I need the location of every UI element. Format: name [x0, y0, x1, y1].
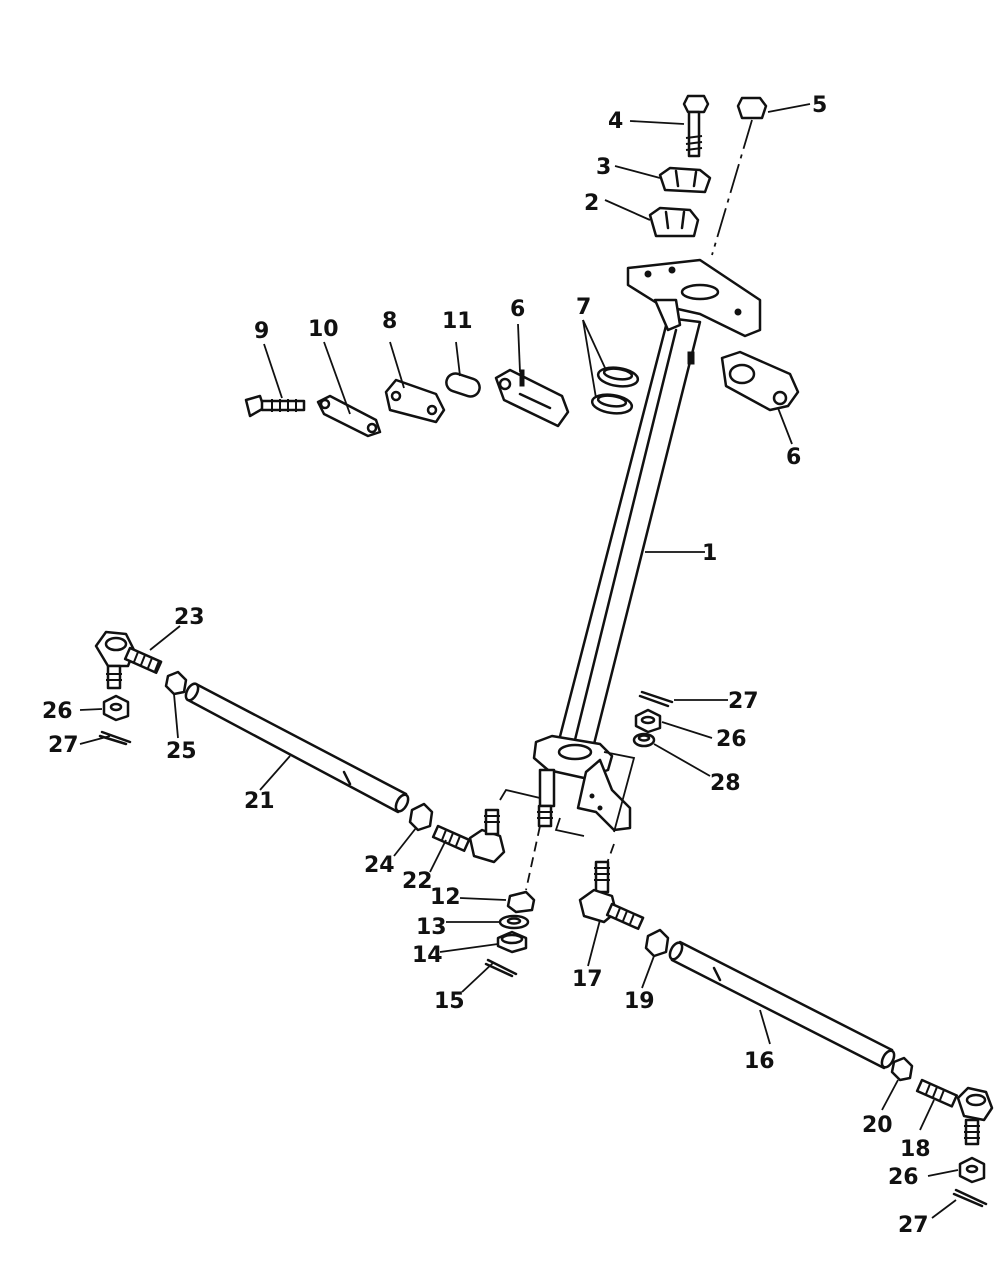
label-28: 28 [710, 771, 741, 796]
castle-nut-left [102, 694, 130, 722]
label-3: 3 [596, 155, 611, 180]
tie-rod-end-inner-right [578, 860, 645, 931]
jam-nut-24 [408, 802, 434, 832]
label-6-upper: 6 [510, 297, 525, 322]
label-9: 9 [254, 319, 269, 344]
handlebar-holder-upper [658, 166, 712, 194]
label-2: 2 [584, 191, 599, 216]
tie-rod-end-outer-right [915, 1078, 994, 1146]
label-17: 17 [572, 967, 603, 992]
column-nut [506, 890, 536, 914]
label-18: 18 [900, 1137, 931, 1162]
lower-column-arm [532, 734, 632, 832]
column-bushing-left [494, 368, 570, 428]
column-plate [384, 378, 446, 424]
lock-washer [316, 394, 382, 438]
label-5: 5 [812, 93, 827, 118]
label-14: 14 [412, 943, 443, 968]
column-bolt [244, 394, 306, 418]
label-24: 24 [364, 853, 395, 878]
label-11: 11 [442, 309, 473, 334]
castle-nut-arm [634, 708, 662, 734]
label-25: 25 [166, 739, 197, 764]
jam-nut-20 [890, 1056, 914, 1082]
label-27-left: 27 [48, 733, 79, 758]
label-1: 1 [702, 541, 717, 566]
label-4: 4 [608, 109, 623, 134]
column-cap [711, 96, 768, 256]
column-bushing-right [720, 350, 800, 412]
tie-rod-right [668, 940, 896, 1070]
label-27-right: 27 [898, 1213, 929, 1238]
label-22: 22 [402, 869, 433, 894]
label-21: 21 [244, 789, 275, 814]
label-27-arm: 27 [728, 689, 759, 714]
label-13: 13 [416, 915, 447, 940]
label-26-right: 26 [888, 1165, 919, 1190]
label-19: 19 [624, 989, 655, 1014]
cotter-pin-arm [638, 690, 674, 708]
part-labels: 1 2 3 4 5 6 6 7 8 9 10 11 12 13 14 15 16… [42, 93, 931, 1238]
upper-column-bracket [626, 258, 762, 338]
castle-nut-right [958, 1156, 986, 1184]
label-20: 20 [862, 1113, 893, 1138]
cotter-pin-right [952, 1188, 988, 1208]
label-16: 16 [744, 1049, 775, 1074]
column-bearing [496, 930, 528, 954]
cotter-pin-15 [484, 958, 518, 978]
label-26-left: 26 [42, 699, 73, 724]
tie-rod-end-inner-left [431, 808, 506, 864]
label-12: 12 [430, 885, 461, 910]
label-26-arm: 26 [716, 727, 747, 752]
jam-nut-25 [164, 670, 188, 696]
label-6-right: 6 [786, 445, 801, 470]
column-collar [445, 372, 481, 398]
label-7: 7 [576, 295, 591, 320]
tie-rod-end-outer-left [94, 630, 163, 690]
label-23: 23 [174, 605, 205, 630]
leader-lines [79, 103, 959, 1219]
spring-washer-arm [632, 732, 656, 748]
label-8: 8 [382, 309, 397, 334]
tie-rod-left [184, 682, 410, 814]
oil-seals [590, 366, 640, 415]
handlebar-holder-lower [648, 206, 700, 238]
label-15: 15 [434, 989, 465, 1014]
label-10: 10 [308, 317, 339, 342]
jam-nut-19 [644, 928, 670, 958]
holder-bolt [682, 94, 710, 158]
column-washer [498, 914, 530, 930]
